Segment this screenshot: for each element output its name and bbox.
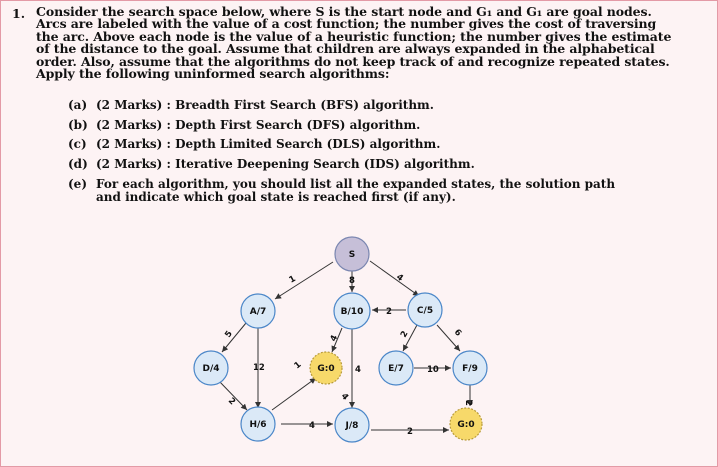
node-label: E/7 xyxy=(388,364,404,374)
question-line: Consider the search space below, where S… xyxy=(36,4,652,19)
edge-label: 1 xyxy=(293,360,304,372)
part-text: (2 Marks) : Iterative Deepening Search (… xyxy=(96,156,475,171)
edge-label: 1 xyxy=(288,274,298,286)
question-block: 1. Consider the search space below, wher… xyxy=(12,4,676,82)
edge-label: 8 xyxy=(349,276,355,286)
part-text: (2 Marks) : Breadth First Search (BFS) a… xyxy=(96,98,434,112)
question-number: 1. xyxy=(12,6,26,21)
node-s: S xyxy=(334,236,370,272)
node-label: B/10 xyxy=(341,307,364,317)
edge-label: 4 xyxy=(329,334,341,344)
node-g2: G:0 xyxy=(449,407,483,441)
edge-label: 6 xyxy=(452,328,464,339)
part-label: (a) xyxy=(68,98,88,112)
edge-label: 4 xyxy=(394,272,405,284)
node-c: C/5 xyxy=(407,292,443,328)
node-b: B/10 xyxy=(333,292,371,330)
question-line: of the distance to the goal. Assume that… xyxy=(36,41,655,57)
edge-label: 2 xyxy=(386,307,392,317)
part-label: (d) xyxy=(68,156,88,171)
node-a: A/7 xyxy=(240,293,276,329)
edge-label: 5 xyxy=(223,329,235,340)
node-g1: G:0 xyxy=(309,351,343,385)
node-label: C/5 xyxy=(417,306,433,316)
node-label: D/4 xyxy=(202,364,219,374)
part-d: (d) (2 Marks) : Iterative Deepening Sear… xyxy=(68,155,623,175)
edge-s-c xyxy=(369,260,420,297)
node-d: D/4 xyxy=(193,350,229,386)
node-j: J/8 xyxy=(334,407,370,443)
question-line: Apply the following uninformed search al… xyxy=(36,66,390,82)
sub-questions: (a) (2 Marks) : Breadth First Search (BF… xyxy=(68,96,623,204)
edge-c-e xyxy=(402,324,418,352)
edge-label: 4 xyxy=(355,365,361,375)
node-label: S xyxy=(349,250,355,260)
edge-label: 10 xyxy=(427,365,439,375)
node-label: H/6 xyxy=(249,420,266,430)
edge-s-a xyxy=(274,261,334,300)
edge-a-d xyxy=(221,322,247,353)
edge-label: 4 xyxy=(309,421,315,431)
node-f: F/9 xyxy=(452,350,488,386)
node-label: J/8 xyxy=(345,421,359,431)
question-text: Consider the search space below, where S… xyxy=(36,4,676,82)
node-h: H/6 xyxy=(240,406,276,442)
edge-label: 2 xyxy=(399,329,411,339)
edge-h-g1 xyxy=(271,377,317,411)
part-text: (2 Marks) : Depth Limited Search (DLS) a… xyxy=(96,137,441,151)
edge-label: 2 xyxy=(226,396,237,407)
part-label: (c) xyxy=(68,137,87,151)
edge-label: 4 xyxy=(339,392,351,403)
question-line: the arc. Above each node is the value of… xyxy=(36,28,672,44)
part-text: For each algorithm, you should list all … xyxy=(96,177,616,204)
part-e: (e) For each algorithm, you should list … xyxy=(68,174,623,204)
part-a: (a) (2 Marks) : Breadth First Search (BF… xyxy=(68,96,623,116)
node-label: G:0 xyxy=(457,420,474,430)
node-e: E/7 xyxy=(378,350,414,386)
part-text: (2 Marks) : Depth First Search (DFS) alg… xyxy=(96,117,421,132)
question-line: order. Also, assume that the algorithms … xyxy=(36,53,670,69)
node-label: G:0 xyxy=(317,364,334,374)
edge-d-h xyxy=(218,380,248,411)
node-label: F/9 xyxy=(462,364,478,374)
question-line: Arcs are labeled with the value of a cos… xyxy=(36,16,657,32)
edge-label: 2 xyxy=(463,400,473,406)
part-c: (c) (2 Marks) : Depth Limited Search (DL… xyxy=(68,135,623,155)
node-label: A/7 xyxy=(250,307,267,317)
edge-label: 2 xyxy=(407,427,413,437)
part-label: (e) xyxy=(68,177,87,191)
edge-c-f xyxy=(436,324,461,352)
part-b: (b) (2 Marks) : Depth First Search (DFS)… xyxy=(68,116,623,136)
part-label: (b) xyxy=(68,117,88,132)
edge-label: 12 xyxy=(253,363,265,373)
edge-b-g1 xyxy=(331,327,343,353)
